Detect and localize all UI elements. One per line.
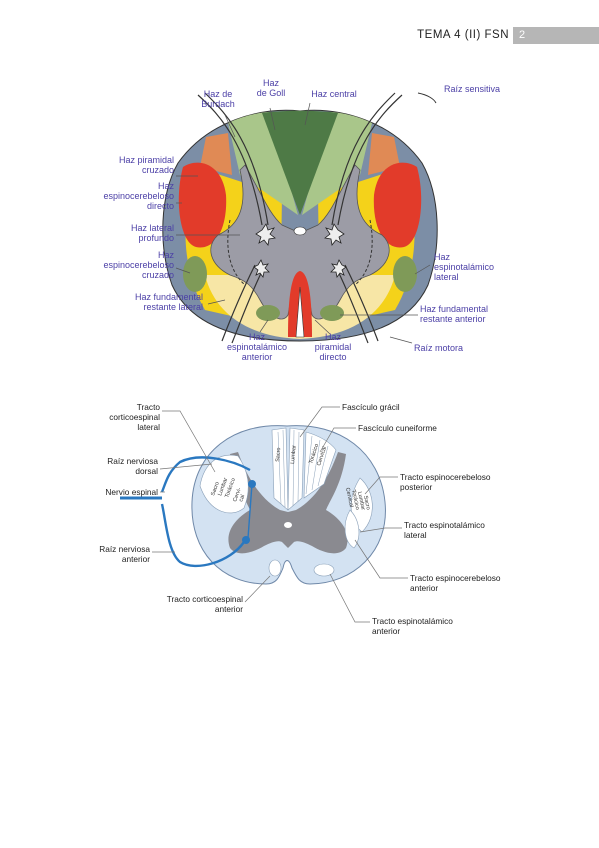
neuron-star-left-2 — [253, 259, 270, 278]
svg-text:Lumbar: Lumbar — [356, 491, 366, 511]
anterior-horn-red-small-left — [295, 286, 305, 338]
figure1-leader-lines — [175, 102, 431, 344]
spinothalamic-lateral-right — [344, 509, 360, 549]
spinothalamic-anterior-left — [256, 305, 280, 321]
red-right — [373, 162, 422, 248]
corticospinal-anterior-left — [268, 559, 282, 577]
dorsal-root-right — [337, 94, 403, 226]
label-raiz-motora: Raíz motora — [414, 343, 463, 353]
burdach-right — [302, 112, 372, 215]
svg-text:Sacro: Sacro — [275, 447, 282, 462]
fasciculus-gracilis-left — [271, 427, 289, 511]
label-fasciculo-gracil: Fascículo grácil — [342, 402, 400, 412]
ventral-root-dot — [242, 536, 250, 544]
svg-text:Cervical: Cervical — [344, 487, 354, 508]
neuron-star-right-2 — [330, 259, 347, 278]
deep-lateral-dashed-right — [354, 219, 373, 286]
gray-matter — [210, 164, 390, 320]
neuron-star-left — [255, 223, 276, 246]
deep-lateral-dashed-left — [227, 219, 246, 286]
spinothalamic-lateral-right — [393, 256, 417, 292]
dorsal-root-left-2 — [204, 92, 269, 226]
label-nervio-espinal: Nervio espinal — [105, 487, 158, 497]
label-haz-central: Haz central — [311, 89, 357, 99]
fasciculus-cuneatus-right — [303, 431, 337, 499]
cord-cross-section — [162, 92, 438, 344]
raiz-sensitiva-arrow — [417, 92, 437, 104]
burdach-left — [228, 112, 298, 215]
spinothalamic-lateral-left — [183, 256, 207, 292]
svg-text:Torácico: Torácico — [350, 489, 360, 510]
fasciculus-gracilis-right — [287, 427, 305, 511]
cord-cross-section-2: Sacro Lumbar Torácico Cervi- cal Sacro L… — [120, 425, 386, 585]
ventral-root-2 — [160, 503, 245, 568]
red-left — [178, 162, 227, 248]
svg-text:Lumbar: Lumbar — [290, 445, 298, 464]
svg-text:Sacro: Sacro — [362, 495, 371, 510]
page-header: TEMA 4 (II) FSN 2 — [0, 27, 599, 47]
svg-text:cal: cal — [238, 494, 246, 503]
gray-matter-2 — [228, 452, 348, 554]
spinocerebellar-anterior-right — [313, 563, 335, 577]
header-page-badge: 2 — [513, 27, 599, 44]
dorsal-root-2 — [160, 456, 251, 493]
central-canal-2 — [284, 522, 292, 528]
neuron-link — [247, 483, 253, 539]
label-raiz-sensitiva: Raíz sensitiva — [444, 84, 500, 94]
central-canal — [293, 226, 307, 236]
corticospinal-lateral-left — [199, 454, 249, 514]
dorsal-root-right-2 — [331, 92, 396, 226]
svg-text:Cervical: Cervical — [316, 446, 328, 467]
ventral-root-right — [344, 264, 379, 342]
header-title: TEMA 4 (II) FSN — [417, 29, 509, 41]
goll-fascicle — [262, 110, 338, 215]
figure2-leader-lines — [152, 406, 408, 623]
orange-right — [368, 133, 400, 175]
label-fasciculo-cuneiforme: Fascículo cuneiforme — [358, 423, 437, 433]
spinal-cord-tracts-figure-2: Sacro Lumbar Torácico Cervi- cal Sacro L… — [99, 402, 501, 636]
ventral-root-left — [221, 264, 256, 342]
dorsal-root-left — [197, 94, 263, 226]
neuron-star-right — [324, 223, 345, 246]
svg-text:Sacro: Sacro — [210, 481, 221, 497]
page-number: 2 — [519, 29, 526, 41]
spinothalamic-anterior-right — [320, 305, 344, 321]
segment-labels: Sacro Lumbar Torácico Cervi- cal Sacro L… — [210, 443, 371, 511]
orange-left — [200, 133, 232, 175]
svg-text:Cervi-: Cervi- — [232, 487, 243, 503]
fasciculus-lines — [277, 429, 329, 508]
